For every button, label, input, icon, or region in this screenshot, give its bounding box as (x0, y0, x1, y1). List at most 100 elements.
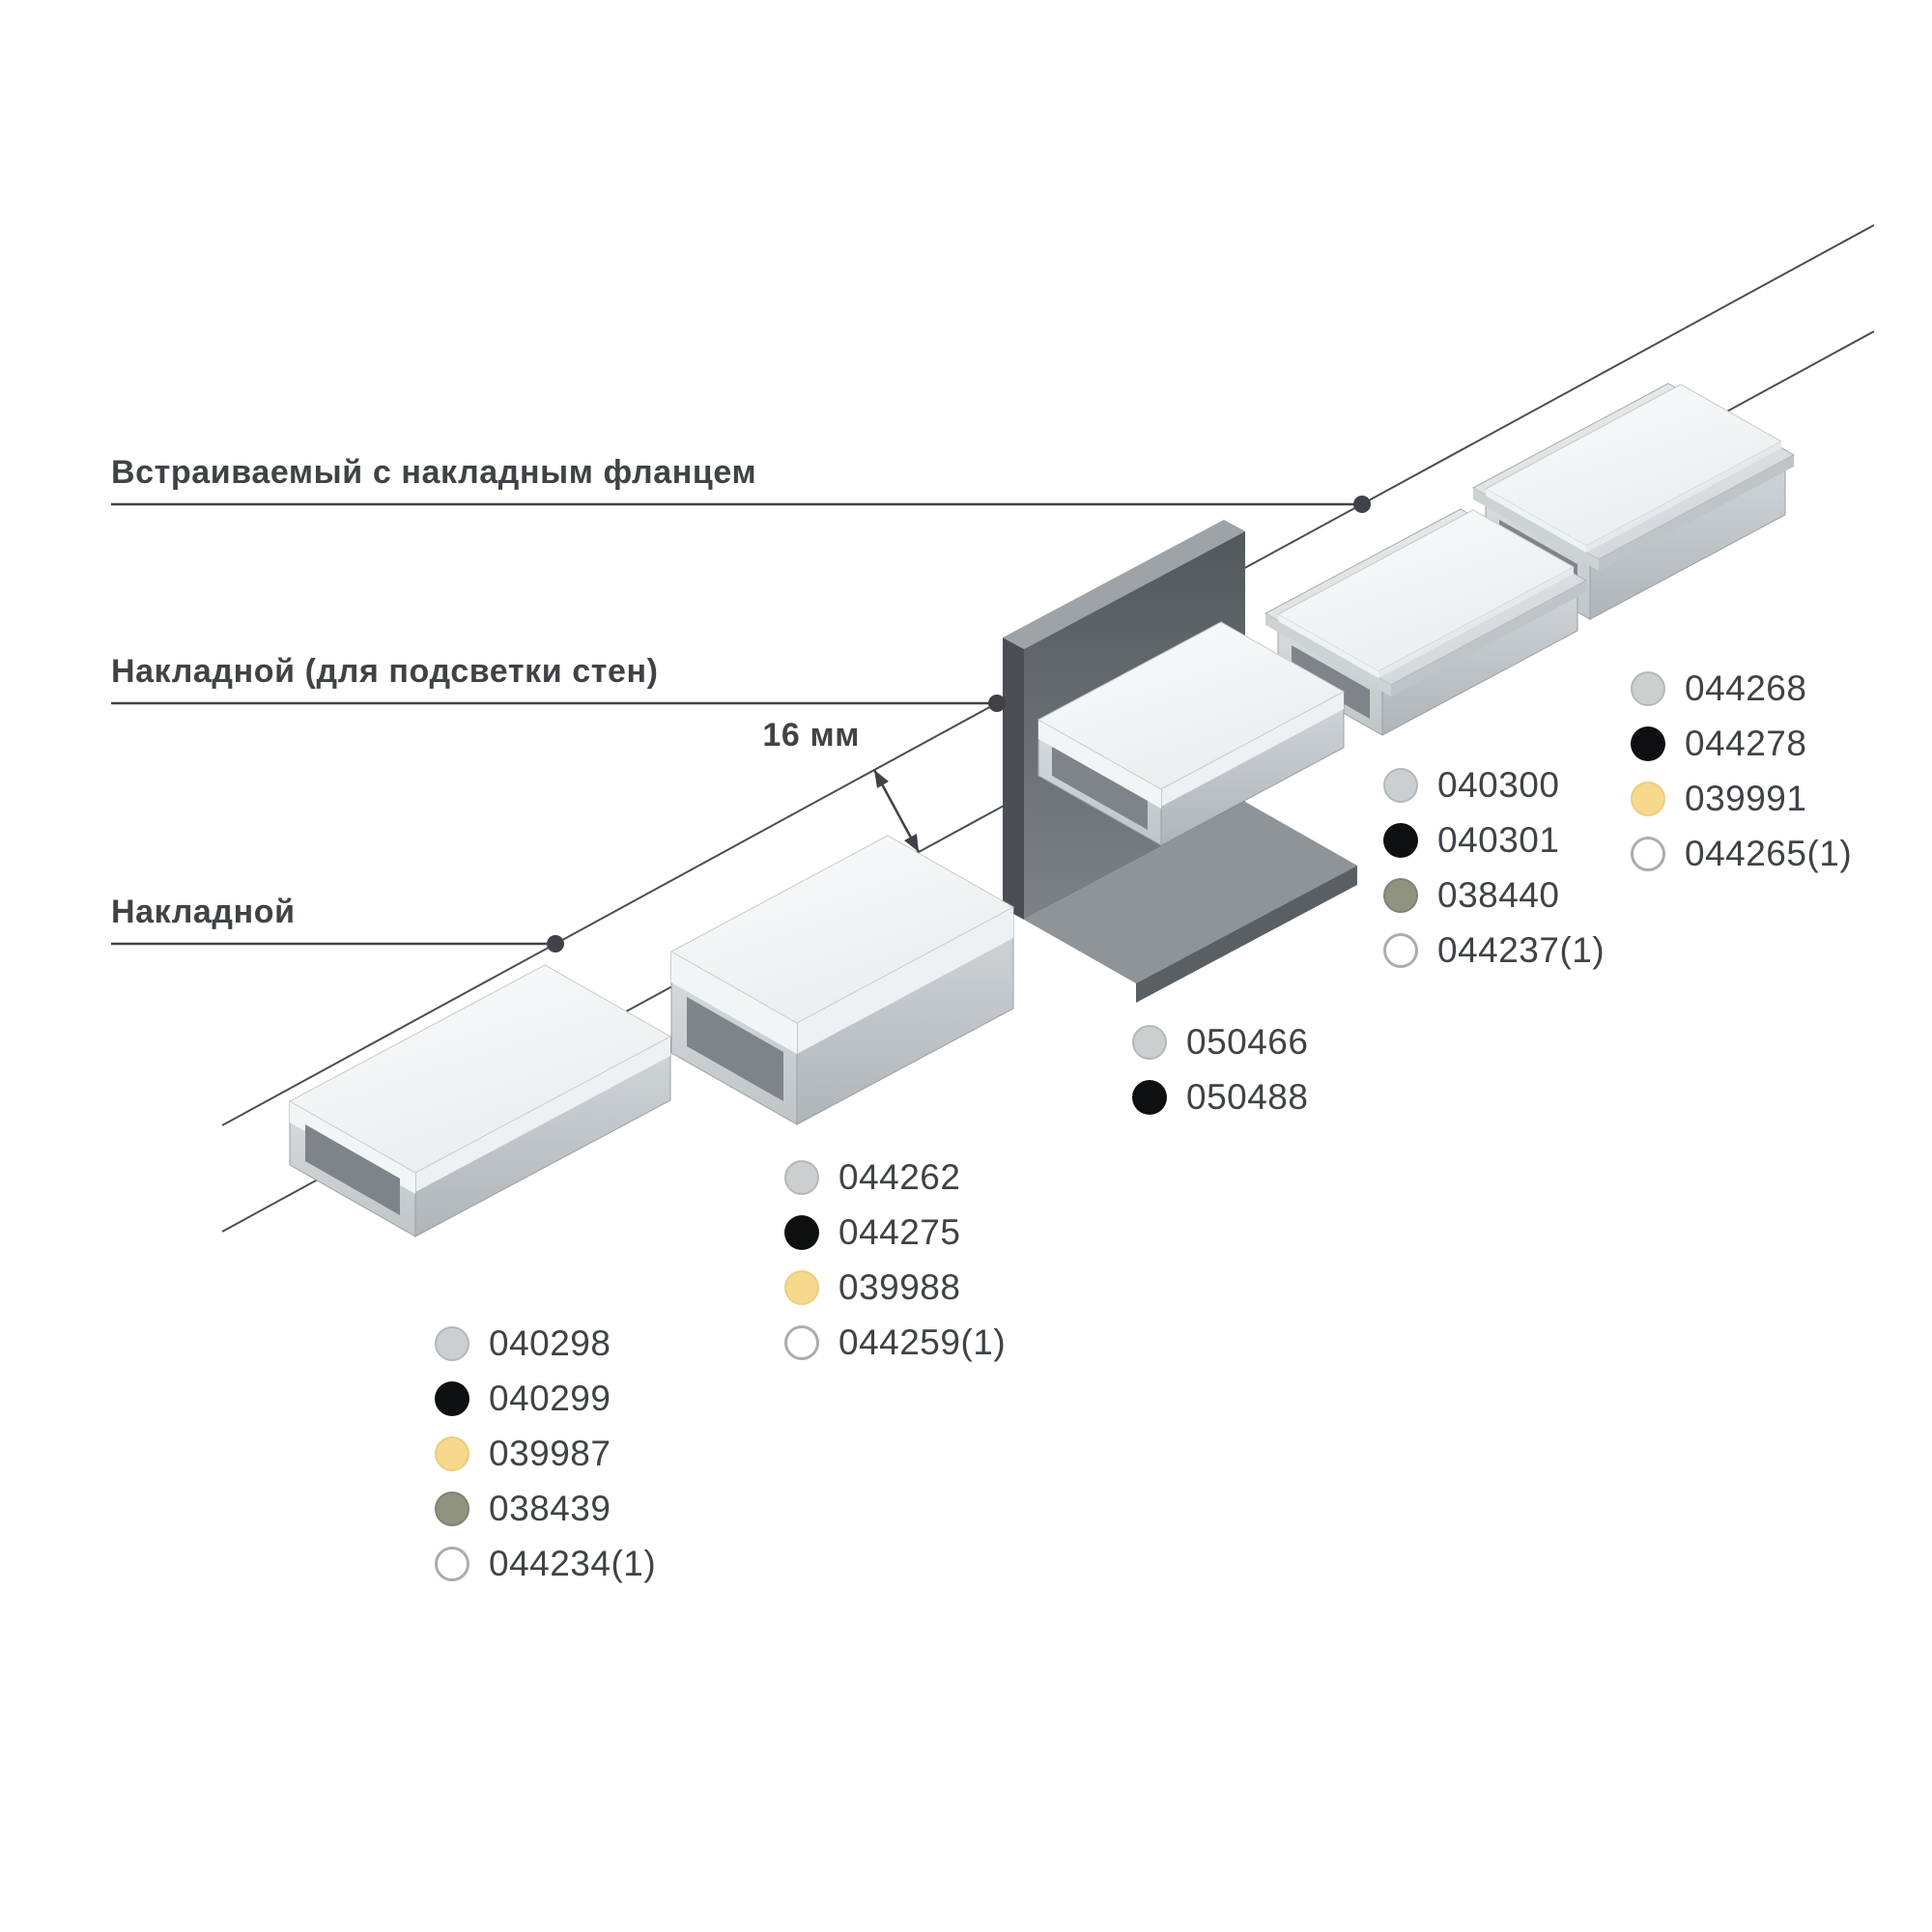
code-row: 044262 (784, 1150, 1006, 1205)
product-code: 040300 (1437, 764, 1560, 805)
p5-flange-side-edge (1599, 455, 1794, 571)
p3-diffuser-side-edge (1161, 692, 1344, 807)
color-dot-white (784, 1324, 819, 1360)
code-row: 044265(1) (1631, 826, 1852, 881)
color-dot-olive (435, 1491, 469, 1526)
product-code: 040298 (489, 1322, 611, 1363)
code-row: 039991 (1631, 771, 1852, 826)
code-row: 044275 (784, 1205, 1006, 1260)
product-code: 050488 (1186, 1076, 1309, 1117)
product-code: 039991 (1685, 778, 1807, 818)
p5-flange-end-edge (1473, 488, 1599, 571)
leader-dot-surface-wall (988, 695, 1006, 712)
code-row: 040299 (435, 1371, 656, 1426)
color-dot-yellow (435, 1435, 469, 1471)
product-code: 040299 (489, 1378, 611, 1418)
p3-bracket-ledge-front (1136, 866, 1357, 1003)
product-code: 044278 (1685, 723, 1807, 763)
product-code: 044234(1) (489, 1543, 657, 1583)
color-dot-gray (1383, 767, 1418, 803)
code-row: 038440 (1383, 867, 1605, 923)
leader-dot-recessed (1353, 496, 1371, 513)
product-code: 039987 (489, 1433, 611, 1473)
code-row: 040298 (435, 1316, 656, 1371)
p2-diffuser-face (669, 835, 1015, 1024)
color-dot-black (784, 1214, 819, 1250)
color-dot-gray (435, 1325, 469, 1361)
leader-recessed-flange (111, 496, 1371, 513)
product-code: 044265(1) (1685, 833, 1853, 873)
profile-surface-flat (288, 964, 672, 1237)
code-row: 050466 (1132, 1014, 1308, 1069)
p3-diffuser-face (1037, 621, 1346, 790)
leader-dot-surface (547, 935, 564, 952)
p3-channel-opening (1052, 747, 1148, 830)
product-code: 044259(1) (838, 1321, 1007, 1362)
p1-channel-opening (305, 1124, 400, 1215)
product-code: 044237(1) (1437, 929, 1605, 970)
profile-recessed-flange-2 (1471, 383, 1796, 620)
color-dot-olive (1383, 877, 1418, 913)
color-dot-black (1383, 822, 1418, 858)
product-code: 039988 (838, 1266, 961, 1307)
profile-wall-mount (1003, 520, 1357, 1003)
p4-flange-end-edge (1265, 613, 1391, 696)
p4-channel-opening (1292, 645, 1370, 719)
leader-surface-wall (111, 695, 1006, 712)
product-code: 044268 (1685, 668, 1807, 708)
code-group-surface-tall: 044262 044275 039988 044259(1) (784, 1150, 1006, 1370)
code-row: 044259(1) (784, 1315, 1006, 1370)
p2-diffuser-side-edge (797, 907, 1013, 1054)
product-code: 044262 (838, 1156, 961, 1197)
p2-diffuser-end-edge (671, 952, 797, 1054)
product-code: 050466 (1186, 1021, 1309, 1062)
p3-bracket-left-edge (1003, 638, 1024, 920)
dimension-arrowhead-top (874, 770, 889, 788)
product-code: 038439 (489, 1488, 611, 1528)
code-row: 044234(1) (435, 1536, 656, 1591)
profile-recessed-flange-1 (1264, 508, 1588, 736)
color-dot-yellow (784, 1269, 819, 1305)
product-code: 040301 (1437, 819, 1560, 860)
color-dot-gray (1631, 670, 1665, 706)
color-dot-black (1132, 1079, 1167, 1115)
code-group-wall-mount: 050466 050488 (1132, 1014, 1308, 1124)
product-code: 038440 (1437, 874, 1560, 915)
color-dot-black (1631, 725, 1665, 761)
code-group-recessed-1: 040300 040301 038440 044237(1) (1383, 757, 1605, 978)
color-dot-white (1383, 932, 1418, 968)
p3-bracket-top-face (1003, 520, 1245, 649)
code-row: 044268 (1631, 661, 1852, 716)
dimension-label: 16 мм (762, 717, 860, 753)
p4-diffuser-side-edge (1378, 567, 1574, 678)
code-row: 039987 (435, 1426, 656, 1481)
code-row: 039988 (784, 1260, 1006, 1315)
dimension-arrow (872, 769, 921, 853)
p4-flange-side-edge (1391, 581, 1586, 696)
p3-bracket-ledge-top (1024, 802, 1357, 983)
color-dot-black (435, 1380, 469, 1416)
p3-diffuser-end-edge (1038, 720, 1161, 809)
label-surface: Накладной (111, 894, 296, 930)
p5-diffuser-side-edge (1586, 441, 1781, 553)
code-group-recessed-2: 044268 044278 039991 044265(1) (1631, 661, 1852, 881)
color-dot-yellow (1631, 781, 1665, 816)
label-recessed-flange: Встраиваемый с накладным фланцем (111, 454, 757, 491)
code-row: 040301 (1383, 812, 1605, 867)
p1-diffuser-side-edge (415, 1037, 670, 1192)
color-dot-white (1631, 836, 1665, 871)
dimension-arrowhead-bottom (904, 834, 919, 852)
code-row: 044278 (1631, 716, 1852, 771)
product-code: 044275 (838, 1211, 961, 1252)
label-surface-wall: Накладной (для подсветки стен) (111, 653, 659, 690)
p1-diffuser-face (288, 964, 672, 1174)
color-dot-white (435, 1546, 469, 1581)
p4-diffuser-end-edge (1278, 614, 1378, 678)
code-row: 038439 (435, 1481, 656, 1536)
p2-channel-opening (687, 997, 783, 1101)
p5-diffuser-end-edge (1486, 489, 1586, 553)
code-group-surface-flat: 040298 040299 039987 038439 044234(1) (435, 1316, 656, 1591)
code-row: 040300 (1383, 757, 1605, 812)
